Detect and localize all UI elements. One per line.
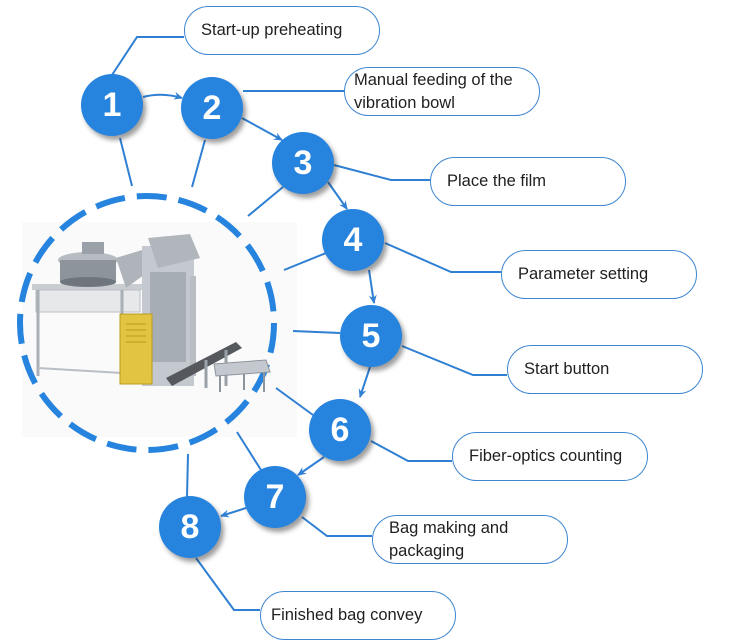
connector-3: [333, 164, 430, 181]
connector-8: [195, 557, 260, 611]
step-8-label: Finished bag convey: [260, 591, 456, 640]
connector-1: [109, 36, 184, 79]
arrow-7-to-8: [220, 507, 247, 518]
step-7-label: Bag making and packaging: [372, 515, 568, 564]
connector-4: [384, 242, 501, 273]
connector-7: [301, 516, 372, 537]
step-8-circle: 8: [159, 496, 221, 558]
step-6-circle: 6: [309, 399, 371, 461]
step-4-label: Parameter setting: [501, 250, 697, 299]
step-4-number: 4: [343, 220, 363, 259]
arrow-5-to-6: [358, 366, 371, 398]
step-3-label: Place the film: [430, 157, 626, 206]
arrow-4-to-5: [368, 269, 377, 304]
flow-arrows: [82, 91, 377, 518]
step-4-circle: 4: [322, 209, 384, 271]
connector-5: [401, 345, 507, 376]
step-6-label-text: Fiber-optics counting: [469, 447, 623, 465]
label-connectors: [109, 36, 507, 611]
step-5-circle: 5: [340, 305, 402, 367]
spoke-1: [119, 137, 133, 187]
step-1-number: 1: [102, 85, 122, 124]
step-3-label-text: Place the film: [447, 172, 547, 190]
step-3-circle: 3: [272, 132, 334, 194]
spoke-7: [236, 431, 262, 471]
step-4-label-text: Parameter setting: [518, 265, 649, 283]
step-1-label-text: Start-up preheating: [201, 21, 343, 39]
step-7-label-line-1: Bag making and: [389, 518, 509, 537]
step-6-label: Fiber-optics counting: [452, 432, 648, 481]
spoke-6: [275, 387, 314, 416]
spoke-4: [283, 252, 327, 271]
step-5-number: 5: [361, 316, 381, 355]
packaging-machine-image: [32, 234, 271, 392]
step-2-label: Manual feeding of the vibration bowl: [344, 67, 540, 116]
step-1-circle: 1: [81, 74, 143, 136]
step-2-number: 2: [202, 88, 222, 127]
spokes: [119, 137, 341, 498]
step-7-label-line-2: packaging: [389, 541, 465, 560]
dashed-ring: [17, 193, 277, 453]
step-2-circle: 2: [181, 77, 243, 139]
arrow-2-to-3: [241, 117, 283, 141]
step-3-number: 3: [293, 143, 313, 182]
spoke-5: [292, 330, 341, 334]
step-2-label-line-2: vibration bowl: [354, 93, 455, 112]
step-5-label-text: Start button: [524, 360, 610, 378]
step-6-number: 6: [330, 410, 350, 449]
step-7-circle: 7: [244, 466, 306, 528]
step-1-label: Start-up preheating: [184, 6, 380, 55]
step-7-number: 7: [265, 477, 285, 516]
connector-6: [370, 440, 452, 462]
step-5-label: Start button: [507, 345, 703, 394]
spoke-8: [186, 453, 189, 498]
arrow-6-to-7: [297, 456, 325, 476]
arrow-1-to-2: [142, 91, 183, 100]
step-2-label-line-1: Manual feeding of the: [354, 70, 513, 89]
spoke-2: [191, 139, 206, 188]
step-8-label-text: Finished bag convey: [271, 606, 423, 624]
step-8-number: 8: [180, 507, 200, 546]
spoke-3: [247, 186, 284, 217]
arrow-3-to-4: [327, 181, 348, 210]
